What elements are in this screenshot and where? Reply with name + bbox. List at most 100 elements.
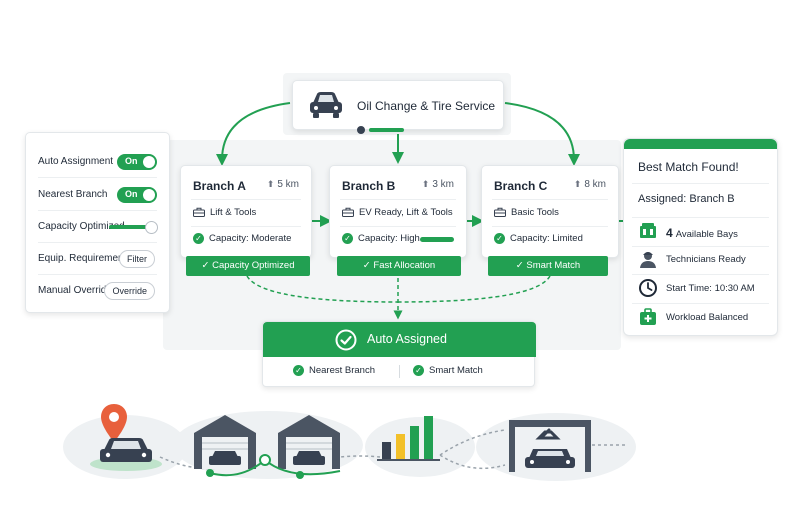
nearest-branch-label: ✓ Nearest Branch: [293, 365, 375, 376]
toggle-knob: [143, 189, 155, 201]
up-arrow-icon: ⬆: [266, 179, 275, 189]
divider: [38, 177, 157, 178]
garage-icon: [278, 415, 340, 469]
chart-bar: [396, 434, 405, 460]
divider: [632, 217, 769, 218]
status-dot: [357, 126, 365, 134]
badge-text: Fast Allocation: [373, 260, 436, 271]
branch-capacity: ✓Capacity: Moderate: [193, 233, 291, 244]
technician-icon: [640, 252, 656, 268]
feature-text: Lift & Tools: [210, 207, 257, 218]
footer-text: Nearest Branch: [309, 365, 376, 377]
badge-text: Capacity Optimized: [212, 260, 295, 271]
bar-chart-icon: [377, 416, 440, 461]
start-time-row: Start Time: 10:30 AM: [638, 278, 769, 300]
setting-nearest-branch: Nearest Branch On: [38, 183, 157, 211]
toolbox-icon: [494, 208, 506, 218]
auto-assignment-toggle[interactable]: On: [117, 154, 157, 170]
branch-feature: Basic Tools: [494, 207, 559, 218]
filter-button[interactable]: Filter: [119, 250, 155, 268]
parking-bays-icon: [640, 223, 656, 238]
distance-value: 5 km: [277, 179, 299, 190]
override-button[interactable]: Override: [104, 282, 155, 300]
bays-text: Available Bays: [675, 229, 738, 240]
toggle-label: On: [125, 156, 138, 166]
capacity-text: Capacity: Moderate: [209, 233, 292, 245]
branch-distance: ⬆5 km: [267, 179, 299, 190]
setting-capacity-optimized: Capacity Optimized: [38, 215, 158, 243]
setting-auto-assignment: Auto Assignment On: [38, 150, 157, 178]
branch-name: Branch C: [494, 179, 548, 193]
check-icon: ✓: [342, 233, 353, 244]
car-icon: [90, 438, 162, 471]
up-arrow-icon: ⬆: [421, 179, 430, 189]
divider: [38, 274, 157, 275]
capacity-bar: [420, 237, 454, 242]
branch-card-c[interactable]: Branch C ⬆8 km Basic Tools ✓Capacity: Li…: [481, 165, 619, 258]
technicians-label: Technicians Ready: [666, 254, 746, 265]
setting-equipment-requirement: Equip. Requirement Filter: [38, 247, 157, 275]
branch-distance: ⬆8 km: [574, 179, 606, 190]
distance-value: 8 km: [584, 179, 606, 190]
divider: [632, 246, 769, 247]
workload-row: Workload Balanced: [638, 307, 769, 329]
branch-card-b[interactable]: Branch B ⬆3 km EV Ready, Lift & Tools ✓C…: [329, 165, 467, 258]
capacity-text: Capacity: High: [358, 233, 420, 245]
up-arrow-icon: ⬆: [573, 179, 582, 189]
bays-count: 4: [666, 226, 673, 240]
badge-text: Smart Match: [526, 260, 581, 271]
service-request-card[interactable]: Oil Change & Tire Service: [292, 80, 504, 134]
setting-label: Equip. Requirement: [38, 253, 127, 264]
setting-label: Capacity Optimized: [38, 221, 125, 232]
service-station-icon: [509, 420, 591, 472]
branch-capacity: ✓Capacity: Limited: [494, 233, 583, 244]
toolbox-icon: [342, 208, 354, 218]
setting-manual-override: Manual Override Override: [38, 279, 157, 307]
service-title: Oil Change & Tire Service: [357, 99, 496, 113]
divider: [38, 242, 157, 243]
footer-text: Smart Match: [429, 365, 483, 377]
chart-bar: [382, 442, 391, 460]
branch-name: Branch A: [193, 179, 246, 193]
network-connection-icon: [206, 454, 341, 479]
divider: [340, 226, 456, 227]
branch-card-a[interactable]: Branch A ⬆5 km Lift & Tools ✓Capacity: M…: [180, 165, 312, 258]
distance-value: 3 km: [432, 179, 454, 190]
divider: [191, 226, 301, 227]
chart-bar: [410, 426, 419, 460]
feature-text: EV Ready, Lift & Tools: [359, 207, 453, 218]
car-icon: [310, 92, 342, 118]
nearest-branch-toggle[interactable]: On: [117, 187, 157, 203]
slider-handle[interactable]: [145, 221, 158, 234]
divider: [632, 274, 769, 275]
divider: [399, 365, 400, 378]
capacity-slider[interactable]: [109, 221, 158, 234]
branch-feature: EV Ready, Lift & Tools: [342, 207, 453, 218]
divider: [492, 226, 608, 227]
check-mark-icon: ✓: [362, 260, 374, 271]
auto-assigned-header: [263, 322, 536, 357]
start-time-label: Start Time: 10:30 AM: [666, 283, 755, 294]
clock-icon: [639, 279, 657, 297]
garage-icon: [194, 415, 256, 469]
setting-label: Manual Override: [38, 285, 112, 296]
technicians-row: Technicians Ready: [638, 249, 769, 271]
check-icon: ✓: [413, 365, 424, 376]
capacity-optimized-badge: ✓ Capacity Optimized: [186, 256, 310, 276]
check-mark-icon: ✓: [515, 260, 527, 271]
check-icon: ✓: [293, 365, 304, 376]
capacity-text: Capacity: Limited: [510, 233, 583, 245]
panel-accent-bar: [624, 139, 777, 149]
smart-match-badge: ✓ Smart Match: [488, 256, 608, 276]
divider: [38, 210, 157, 211]
toggle-knob: [143, 156, 155, 168]
branch-feature: Lift & Tools: [193, 207, 256, 218]
chart-bar: [424, 416, 433, 460]
first-aid-icon: [640, 308, 656, 325]
divider: [191, 199, 301, 200]
auto-assigned-title: Auto Assigned: [367, 332, 447, 346]
assigned-branch: Assigned: Branch B: [638, 193, 735, 205]
